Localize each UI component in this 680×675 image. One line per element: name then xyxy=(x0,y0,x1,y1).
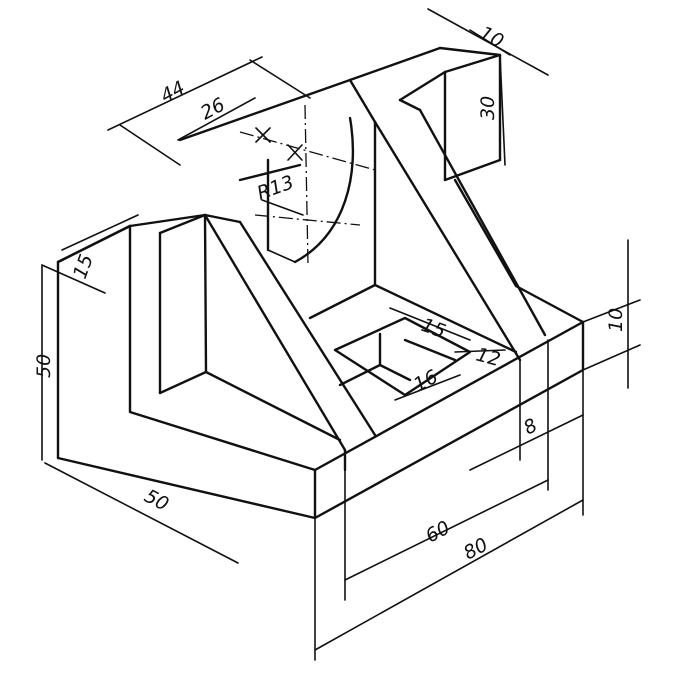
base-slot xyxy=(333,316,472,397)
dim-label-15-left: 15 xyxy=(69,251,98,281)
dim-60-line xyxy=(344,479,549,581)
slot-outer xyxy=(333,316,472,397)
right-rib-slope-inner xyxy=(418,108,547,337)
cutout-top-line xyxy=(238,163,302,182)
radius-leader xyxy=(261,199,304,216)
dim-10-top-ext xyxy=(469,29,511,56)
dim-15-left-ext xyxy=(61,214,139,251)
slot-right-line xyxy=(403,338,457,362)
right-rib-slope-outer xyxy=(373,120,522,362)
centerline-vertical xyxy=(304,104,309,266)
center-mark-1b xyxy=(255,127,271,143)
center-lines xyxy=(239,104,376,266)
left-rib-slope-inner xyxy=(238,220,377,437)
left-rib-inner-vertical xyxy=(203,213,208,374)
slot-inner-step xyxy=(338,332,382,387)
dim-label-r13: R13 xyxy=(254,171,297,204)
dim-slot-12-line xyxy=(454,349,506,353)
dim-slot-16-line xyxy=(394,374,461,401)
upright-top-edge xyxy=(178,78,352,142)
base-back-inner xyxy=(373,283,518,354)
upright-left-face-top xyxy=(348,78,377,124)
dim-10-right-ext-top xyxy=(582,299,641,323)
semicircle-cutout-arc xyxy=(293,116,355,264)
left-wall-inner-bottom xyxy=(158,370,208,395)
dim-44-line xyxy=(107,56,263,131)
cutout-inner-line xyxy=(267,249,296,263)
dimension-labels: 44 26 10 30 R13 15 50 50 15 12 16 10 8 6… xyxy=(33,22,627,564)
dim-label-30: 30 xyxy=(477,96,499,120)
dim-label-10-right: 10 xyxy=(605,308,627,332)
upright-top-inner xyxy=(443,53,502,74)
dim-44-ext-right xyxy=(249,59,311,99)
left-rib-base-line xyxy=(204,370,342,442)
dim-label-26: 26 xyxy=(197,94,229,125)
dim-label-8: 8 xyxy=(520,414,541,439)
upright-step xyxy=(398,70,447,102)
dim-slot-15-line xyxy=(389,307,471,341)
left-wall-top-left xyxy=(56,224,132,264)
base-right-top-edge xyxy=(514,284,585,324)
dim-30-ext xyxy=(499,54,506,166)
dim-label-60: 60 xyxy=(422,517,454,548)
dim-26-line xyxy=(177,97,256,141)
dim-label-10-top: 10 xyxy=(476,22,508,53)
dim-label-50-depth: 50 xyxy=(141,485,173,516)
dimension-lines xyxy=(41,8,641,661)
upright-right-bottom xyxy=(443,158,502,182)
dim-44-ext-left xyxy=(119,124,181,166)
dim-label-80: 80 xyxy=(460,534,492,565)
left-rib-slope-outer xyxy=(203,213,347,452)
dim-15-left-line xyxy=(41,264,106,294)
dim-label-44: 44 xyxy=(157,77,189,108)
dim-8-line xyxy=(469,414,584,471)
slot-floor-line xyxy=(378,363,412,382)
object-outline xyxy=(56,46,585,520)
base-left-bottom-edge xyxy=(56,456,317,520)
upright-step-inner xyxy=(398,98,422,112)
left-wall-top xyxy=(128,213,242,228)
dim-80-line xyxy=(314,499,584,651)
base-front-bottom-edge xyxy=(313,320,585,520)
left-wall-inner-top xyxy=(158,213,207,235)
base-front-top-edge xyxy=(313,320,585,472)
center-mark-2b xyxy=(287,144,303,161)
dim-label-12: 12 xyxy=(474,344,503,372)
dim-10-right-ext-bot xyxy=(582,344,641,371)
right-rib-front xyxy=(308,283,377,320)
dim-50-depth-line xyxy=(44,462,239,564)
upright-top-back xyxy=(348,46,442,82)
dim-label-50-height: 50 xyxy=(33,354,55,378)
centerline-cross xyxy=(254,214,361,226)
right-rib-step xyxy=(453,178,518,288)
